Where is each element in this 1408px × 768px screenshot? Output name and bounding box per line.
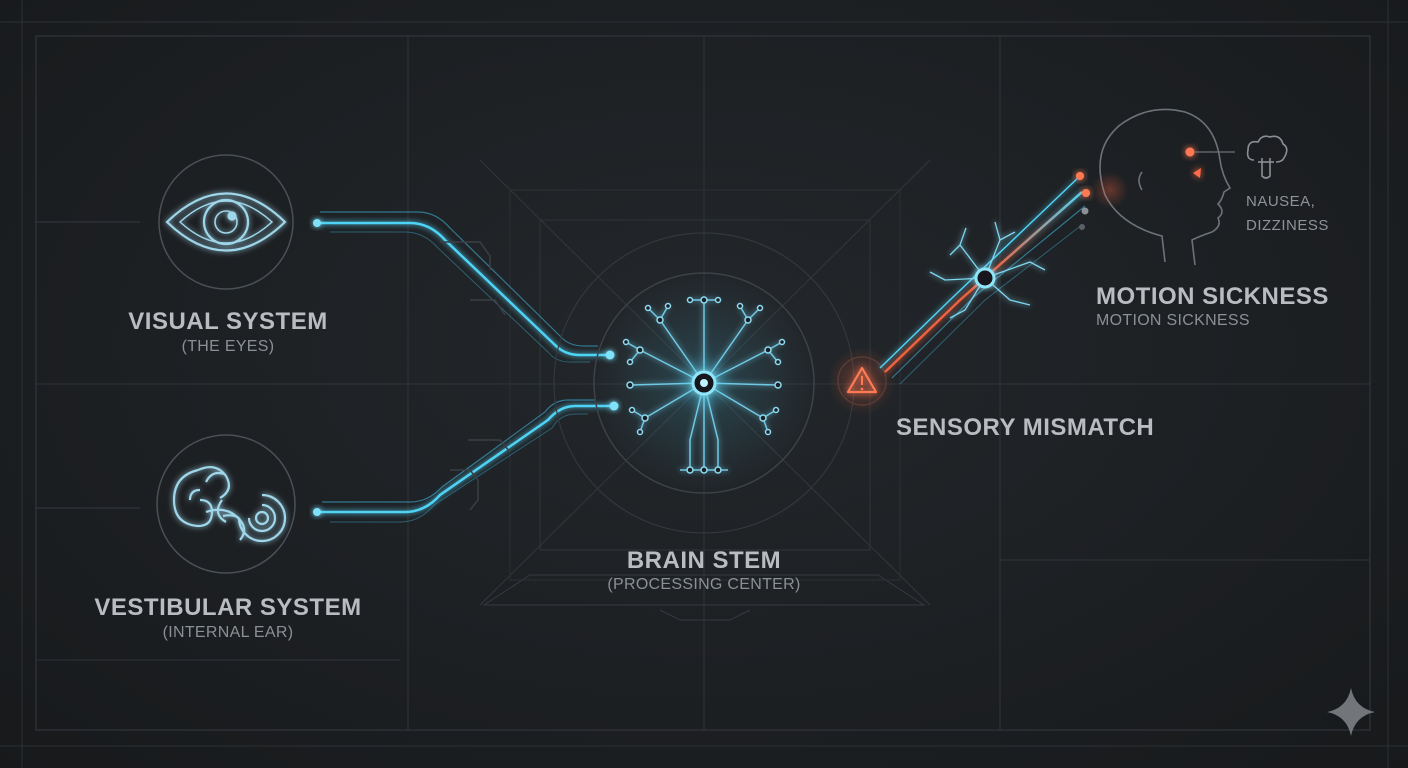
vestibular-to-brain-pathway — [313, 399, 619, 523]
warning-icon — [846, 366, 878, 394]
brain-neuron-icon — [625, 299, 783, 471]
visual-system-title: VISUAL SYSTEM — [128, 308, 328, 335]
symptom-nausea: NAUSEA, — [1246, 193, 1316, 210]
head-profile-icon — [1099, 108, 1232, 266]
vestibular-system-node — [156, 434, 296, 574]
motion-sickness-title: MOTION SICKNESS — [1096, 283, 1329, 310]
eye-icon — [165, 192, 287, 252]
inner-ear-icon — [172, 465, 287, 543]
brain-stem-subtitle: (PROCESSING CENTER) — [607, 576, 801, 593]
visual-system-subtitle: (THE EYES) — [181, 338, 275, 355]
sensory-mismatch-title: SENSORY MISMATCH — [896, 414, 1155, 441]
brain-neuron-nodes — [622, 296, 786, 474]
brain-stem-title: BRAIN STEM — [626, 547, 782, 574]
visual-system-node — [158, 154, 294, 290]
symptom-dizziness: DIZZINESS — [1246, 217, 1329, 234]
sensory-mismatch-node — [828, 347, 896, 415]
visual-to-brain-pathway — [313, 211, 615, 363]
nausea-icon — [1246, 135, 1288, 179]
symptoms-text: NAUSEA, DIZZINESS — [1246, 190, 1366, 238]
vestibular-system-title: VESTIBULAR SYSTEM — [94, 594, 362, 621]
vestibular-system-subtitle: (INTERNAL EAR) — [162, 624, 294, 641]
mismatch-to-sickness-pathway — [879, 172, 1090, 385]
motion-sickness-subtitle: MOTION SICKNESS — [1096, 312, 1250, 329]
sparkle-icon — [1327, 688, 1375, 736]
motion-sickness-node — [1092, 108, 1235, 266]
neuron-icon — [929, 221, 1046, 319]
